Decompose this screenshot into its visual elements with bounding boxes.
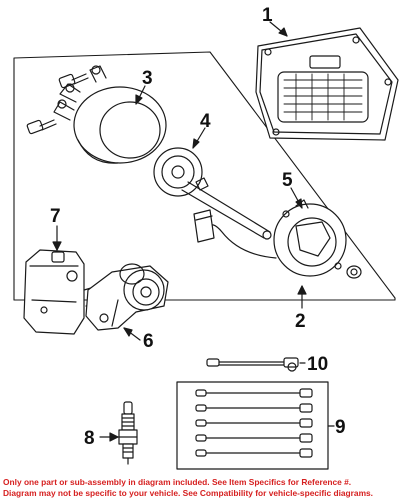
callout-3: 3: [142, 68, 153, 89]
disclaimer-line-2: Diagram may not be specific to your vehi…: [3, 488, 374, 498]
leader-lines: [52, 21, 335, 442]
pickup-assembly-part: [193, 199, 362, 279]
callout-4: 4: [200, 111, 211, 132]
callout-5: 5: [282, 170, 293, 191]
callout-1: 1: [262, 5, 273, 26]
cap-bolt-upper: [58, 73, 89, 89]
callout-2: 2: [295, 311, 306, 332]
distributor-cap-part: [53, 65, 167, 164]
distributor-group-frame: [13, 51, 396, 301]
rotor-shaft-part: [153, 147, 272, 240]
coil-housing-part: [23, 249, 101, 335]
disclaimer-footer: Only one part or sub-assembly in diagram…: [0, 476, 405, 500]
disclaimer-line-1: Only one part or sub-assembly in diagram…: [3, 477, 352, 487]
callout-7: 7: [50, 206, 61, 227]
cap-bolt-lower: [26, 119, 57, 135]
callout-9: 9: [335, 417, 346, 438]
pulley-bracket-part: [85, 263, 169, 331]
parts-diagram: 1 2 3 4 5 6 7 8 9 10: [13, 5, 399, 470]
coil-wire-part: [206, 357, 299, 372]
callout-10: 10: [307, 354, 328, 375]
callout-6: 6: [143, 331, 154, 352]
plug-wire-set-part: [195, 388, 313, 458]
callout-8: 8: [84, 428, 95, 449]
control-module-part: [255, 27, 399, 141]
spark-plug-part: [118, 401, 138, 465]
